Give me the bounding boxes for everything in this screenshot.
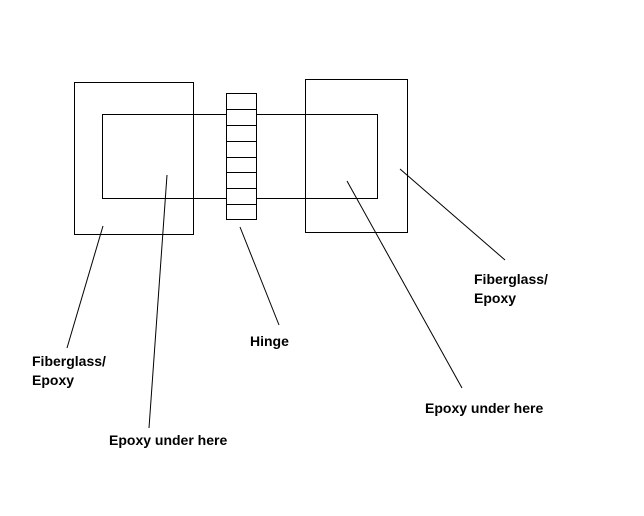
right-fiberglass-panel bbox=[305, 79, 408, 233]
hinge-body bbox=[226, 93, 257, 220]
label-fiberglass-left-line1: Fiberglass/ bbox=[32, 353, 106, 369]
label-epoxy-left: Epoxy under here bbox=[109, 432, 227, 448]
leader-epoxy-right bbox=[346, 180, 463, 389]
leader-fiberglass-left bbox=[66, 225, 104, 349]
leader-fiberglass-right bbox=[399, 168, 506, 261]
label-fiberglass-right-line2: Epoxy bbox=[474, 290, 516, 306]
leader-epoxy-left bbox=[148, 174, 168, 429]
label-epoxy-right: Epoxy under here bbox=[425, 400, 543, 416]
label-fiberglass-left-line2: Epoxy bbox=[32, 372, 74, 388]
label-hinge: Hinge bbox=[250, 333, 289, 349]
label-fiberglass-right: Fiberglass/ Epoxy bbox=[474, 271, 552, 306]
label-fiberglass-left: Fiberglass/ Epoxy bbox=[32, 353, 110, 388]
label-fiberglass-right-line1: Fiberglass/ bbox=[474, 271, 548, 287]
left-fiberglass-panel bbox=[74, 82, 194, 235]
leader-hinge bbox=[239, 226, 280, 326]
hinge-segments bbox=[226, 109, 257, 205]
